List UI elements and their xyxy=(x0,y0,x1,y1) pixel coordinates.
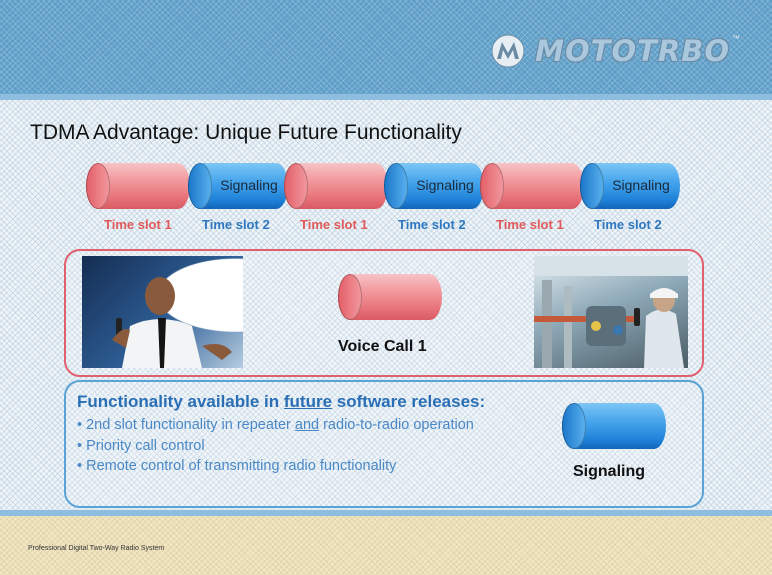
trademark-symbol: ™ xyxy=(732,34,740,43)
signaling-caption: Signaling xyxy=(573,463,645,480)
voice-slot-cylinder xyxy=(480,163,584,209)
voice-slot-cylinder xyxy=(284,163,388,209)
signaling-slot-cylinder: Signaling xyxy=(580,163,680,209)
voice-call-label: Voice Call 1 xyxy=(338,338,427,355)
footer-divider xyxy=(0,510,772,516)
header-divider xyxy=(0,94,772,100)
factory-worker-photo xyxy=(534,256,688,368)
footer-text: Professional Digital Two-Way Radio Syste… xyxy=(28,545,165,552)
functionality-heading-text: software releases: xyxy=(332,392,486,411)
signaling-slot-cylinder: Signaling xyxy=(384,163,484,209)
time-slot-2-label: Time slot 2 xyxy=(202,217,270,232)
list-item-text: radio-to-radio operation xyxy=(319,417,474,433)
slide-title: TDMA Advantage: Unique Future Functional… xyxy=(30,121,462,144)
factory-illustration xyxy=(534,256,688,368)
functionality-list: • 2nd slot functionality in repeater and… xyxy=(77,415,474,477)
list-item: • Remote control of transmitting radio f… xyxy=(77,458,397,474)
motorola-batwing-icon xyxy=(491,34,525,68)
voice-call-cylinder xyxy=(338,274,442,320)
time-slot-1-label: Time slot 1 xyxy=(104,217,172,232)
signaling-slot-cylinder: Signaling xyxy=(188,163,288,209)
list-item-text: • 2nd slot functionality in repeater xyxy=(77,417,295,433)
functionality-heading: Functionality available in future softwa… xyxy=(77,392,485,412)
man-with-radio-photo xyxy=(82,256,243,368)
footer-bar xyxy=(0,512,772,575)
functionality-heading-emphasis: future xyxy=(283,392,333,411)
list-item: • 2nd slot functionality in repeater and… xyxy=(77,415,474,436)
motorola-logo: MOTOTRBO ™ xyxy=(491,34,740,68)
time-slot-1-label: Time slot 1 xyxy=(496,217,564,232)
signaling-label: Signaling xyxy=(416,177,474,193)
voice-slot-cylinder xyxy=(86,163,190,209)
signaling-cylinder xyxy=(562,403,666,449)
list-item: • Priority call control xyxy=(77,437,205,454)
logo-text: MOTOTRBO xyxy=(535,34,730,68)
time-slot-1-label: Time slot 1 xyxy=(300,217,368,232)
signaling-label: Signaling xyxy=(220,177,278,193)
man-with-radio-illustration xyxy=(112,277,232,368)
functionality-heading-text: Functionality available in xyxy=(77,392,284,411)
time-slot-2-label: Time slot 2 xyxy=(594,217,662,232)
header-banner xyxy=(0,0,772,94)
time-slot-2-label: Time slot 2 xyxy=(398,217,466,232)
list-item-emphasis: and xyxy=(294,417,320,433)
signaling-label: Signaling xyxy=(612,177,670,193)
